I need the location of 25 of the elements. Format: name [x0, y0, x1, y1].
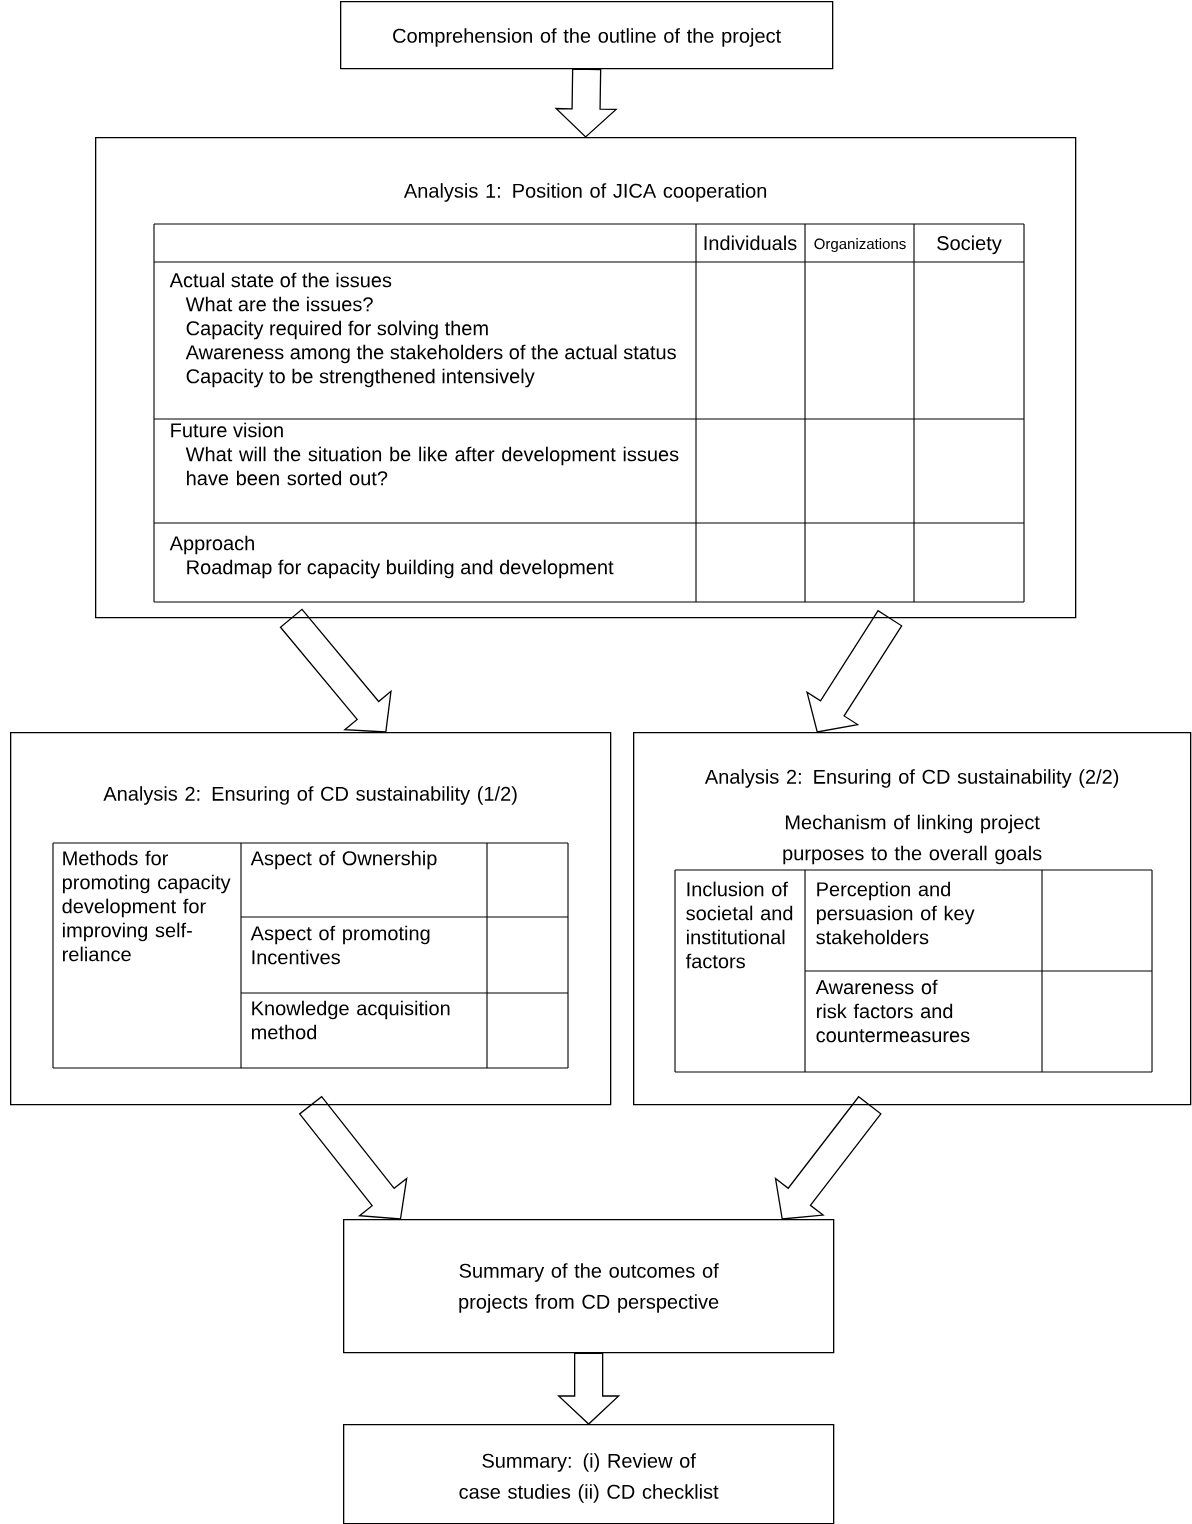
block-arrow — [279, 608, 392, 733]
cell-text: Future vision — [171, 422, 283, 438]
cell-text: Awareness of risk factors and countermeasures — [815, 979, 970, 1043]
cell-text: Aspect of promoting Incentives — [250, 925, 430, 965]
column-header: Individuals — [704, 235, 797, 251]
cell-text: Capacity required for solving them — [186, 320, 488, 340]
cell-text: Aspect of Ownership — [250, 850, 437, 870]
column-header: Organizations — [814, 238, 906, 253]
cell-text: Actual state of the issues — [169, 272, 392, 288]
cell-text: What will the situation be like after development issues have been sorted out? — [185, 446, 679, 486]
cell-text: Awareness among the stakeholders of the actual status — [185, 344, 676, 364]
process-box: Summary of the outcomes of projects from CD perspective — [343, 1219, 835, 1354]
cell-text: Roadmap for capacity building and development — [187, 559, 614, 579]
block-arrow — [554, 68, 618, 138]
process-box: Summary: (i) Review of case studies (ii) CD checklist — [343, 1424, 835, 1524]
block-arrow — [557, 1352, 621, 1425]
cell-text: Approach — [169, 535, 254, 555]
column-header: Society — [937, 235, 1002, 255]
cell-text: Capacity to be strengthened intensively — [186, 368, 535, 388]
cell-text: What are the issues? — [185, 296, 373, 312]
cell-text: Knowledge acquisition method — [252, 1000, 450, 1040]
cell-text: Inclusion of societal and institutional factors — [685, 881, 793, 969]
process-box: Comprehension of the outline of the project — [340, 1, 834, 70]
cell-text: Methods for promoting capacity development for improving self-reliance — [62, 850, 231, 962]
cell-text: Perception and persuasion of key stakeholders — [816, 881, 975, 945]
